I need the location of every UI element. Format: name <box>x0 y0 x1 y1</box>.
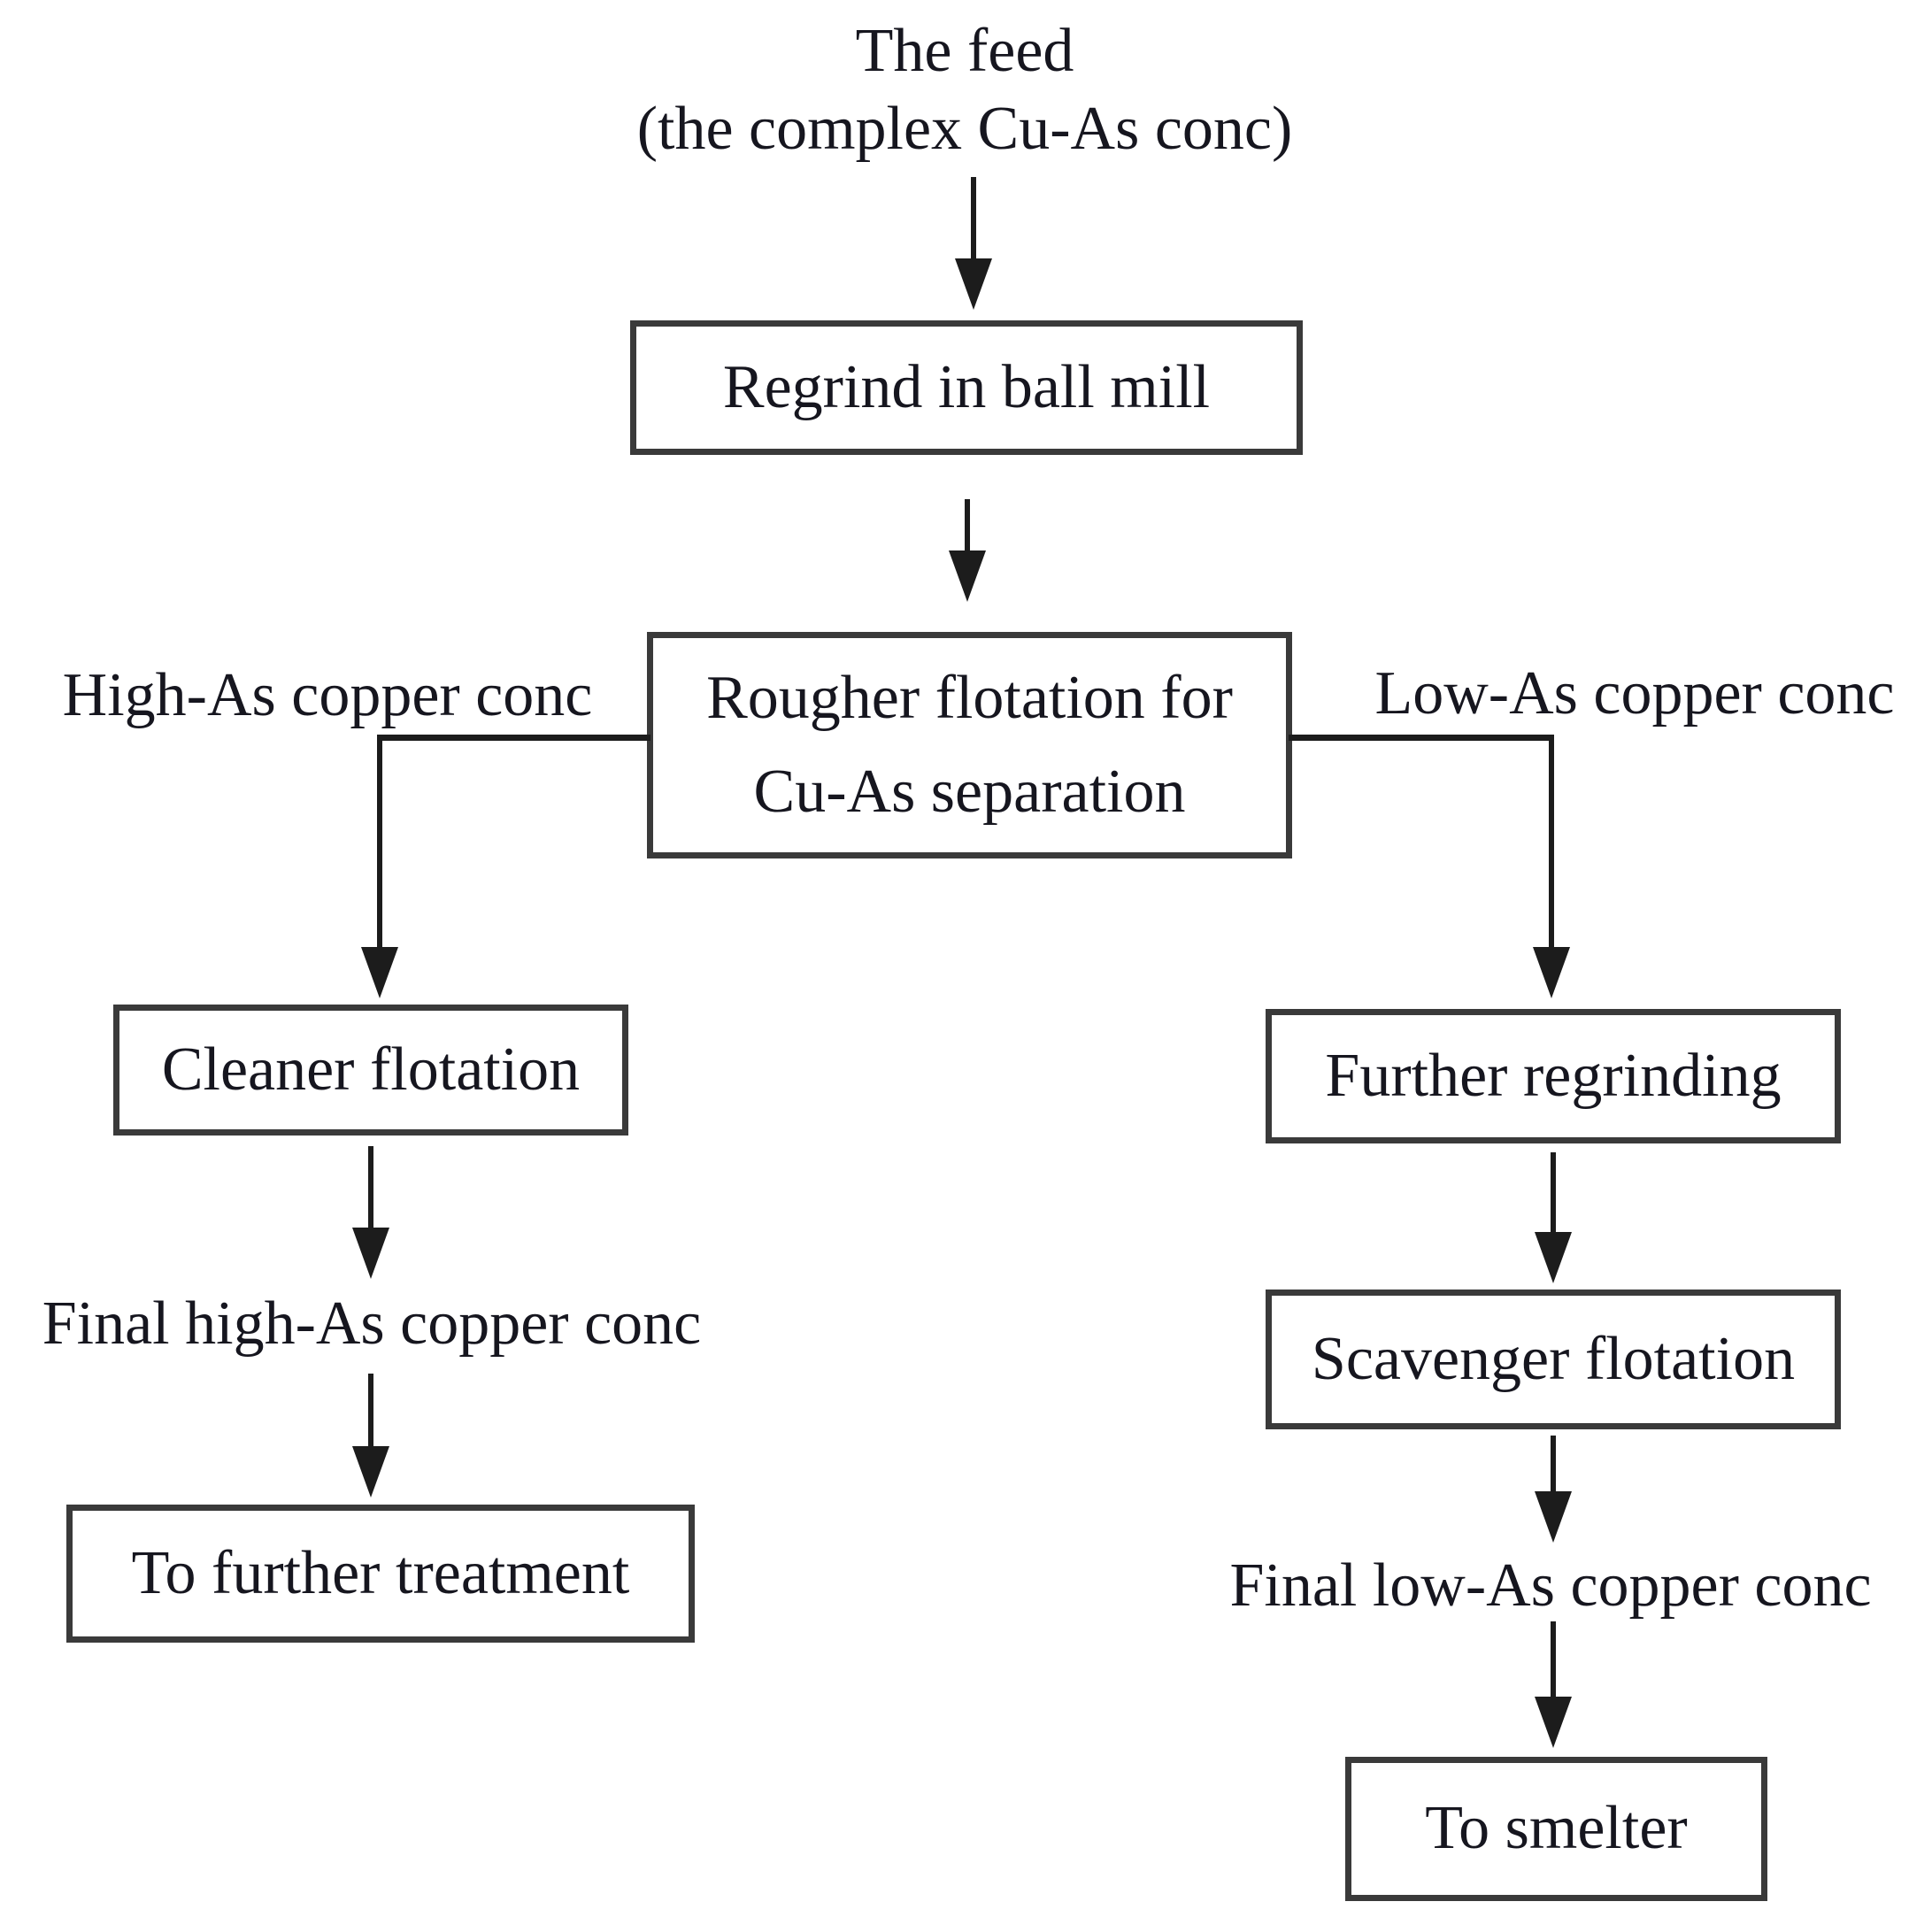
feed-label-line2: (the complex Cu-As conc) <box>636 95 1293 163</box>
arrow-shaft <box>368 1146 373 1228</box>
connector-rougher-to-regrinding-horizontal <box>1289 735 1554 741</box>
arrow-shaft <box>971 177 976 258</box>
node-further-treatment-label: To further treatment <box>131 1538 630 1607</box>
node-rougher-label: Rougher flotation for Cu-As separation <box>706 651 1233 839</box>
feed-label-line1: The feed <box>855 17 1074 85</box>
arrow-head-icon <box>1535 1232 1572 1283</box>
arrow-shaft <box>377 737 382 947</box>
arrow-shaft <box>1549 737 1554 947</box>
arrow-shaft <box>965 499 970 550</box>
arrow-shaft <box>368 1374 373 1446</box>
arrow-final-high-as-to-treatment <box>351 1374 390 1497</box>
stream-label-high-as: High-As copper conc <box>62 661 593 729</box>
arrow-final-low-as-to-smelter <box>1534 1621 1573 1748</box>
node-regrind-label: Regrind in ball mill <box>722 352 1211 421</box>
arrow-rougher-to-cleaner <box>360 737 399 998</box>
arrow-head-icon <box>361 947 398 998</box>
stream-label-final-high-as: Final high-As copper conc <box>42 1290 702 1358</box>
arrow-cleaner-to-final-high-as <box>351 1146 390 1279</box>
node-further-treatment: To further treatment <box>66 1505 695 1643</box>
node-regrind-ball-mill: Regrind in ball mill <box>630 320 1303 455</box>
node-cleaner-label: Cleaner flotation <box>161 1035 581 1104</box>
arrow-head-icon <box>955 258 992 310</box>
arrow-shaft <box>1551 1152 1556 1232</box>
node-rougher-label-line2: Cu-As separation <box>753 758 1186 826</box>
arrow-shaft <box>1551 1436 1556 1491</box>
arrow-head-icon <box>1535 1697 1572 1748</box>
node-rougher-label-line1: Rougher flotation for <box>706 664 1233 732</box>
connector-rougher-to-cleaner-horizontal <box>377 735 650 741</box>
node-smelter-label: To smelter <box>1425 1794 1688 1863</box>
node-further-regrinding-label: Further regrinding <box>1325 1041 1782 1110</box>
arrow-regrind-to-rougher <box>948 499 987 602</box>
stream-label-final-low-as: Final low-As copper conc <box>1229 1551 1872 1620</box>
arrow-feed-to-regrind <box>954 177 993 310</box>
arrow-rougher-to-regrinding <box>1532 737 1571 998</box>
node-scavenger-flotation: Scavenger flotation <box>1266 1290 1841 1429</box>
arrow-head-icon <box>1535 1491 1572 1543</box>
arrow-head-icon <box>949 550 986 602</box>
arrow-head-icon <box>352 1446 389 1497</box>
node-scavenger-label: Scavenger flotation <box>1311 1324 1796 1393</box>
arrow-shaft <box>1551 1621 1556 1697</box>
stream-label-low-as: Low-As copper conc <box>1374 659 1895 728</box>
node-rougher-flotation: Rougher flotation for Cu-As separation <box>647 632 1292 858</box>
arrow-head-icon <box>1533 947 1570 998</box>
feed-label: The feed (the complex Cu-As conc) <box>522 12 1407 168</box>
arrow-scavenger-to-final-low-as <box>1534 1436 1573 1543</box>
arrow-regrinding-to-scavenger <box>1534 1152 1573 1283</box>
arrow-head-icon <box>352 1228 389 1279</box>
node-cleaner-flotation: Cleaner flotation <box>113 1005 628 1136</box>
node-further-regrinding: Further regrinding <box>1266 1009 1841 1143</box>
node-smelter: To smelter <box>1345 1757 1767 1901</box>
